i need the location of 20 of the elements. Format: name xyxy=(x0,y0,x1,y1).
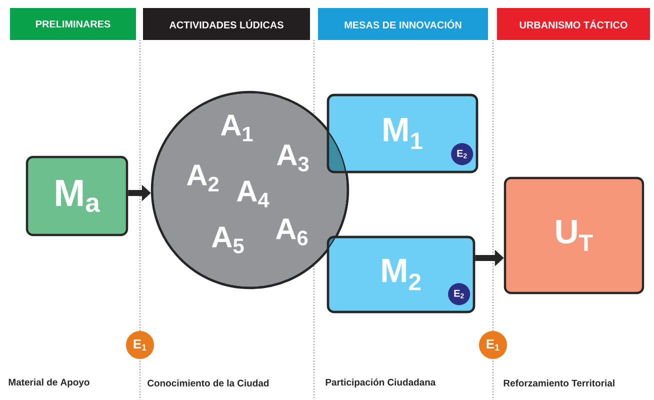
stage-box: U$_{T}$ xyxy=(504,176,644,294)
phase-caption: Material de Apoyo xyxy=(8,378,90,388)
stage-badge: E$_{2}$ xyxy=(448,283,470,306)
phase-caption: Participación Ciudadana xyxy=(326,378,436,388)
phase-header: MESAS DE INNOVACIÓN xyxy=(318,8,488,40)
stage-badge: E$_{2}$ xyxy=(451,143,474,166)
activity-label: A$_{4}$ xyxy=(236,180,270,208)
phase-caption: Conocimiento de la Ciudad xyxy=(148,380,269,386)
phase-caption: Reforzamiento Territorial xyxy=(504,380,614,386)
activity-label: A$_{5}$ xyxy=(212,226,244,254)
phase-header: PRELIMINARES xyxy=(10,8,136,40)
activity-label: A$_{2}$ xyxy=(186,164,219,192)
stage-box: M$_{a}$ xyxy=(26,156,128,236)
activity-label: A$_{3}$ xyxy=(276,144,309,172)
phase-header: ACTIVIDADES LÚDICAS xyxy=(143,8,310,40)
phase-header: URBANISMO TÁCTICO xyxy=(497,8,650,40)
activity-label: A$_{1}$ xyxy=(220,114,253,142)
activity-label: A$_{6}$ xyxy=(276,218,308,246)
stage-badge: E$_{1}$ xyxy=(126,331,154,359)
stage-badge: E$_{1}$ xyxy=(479,331,507,359)
